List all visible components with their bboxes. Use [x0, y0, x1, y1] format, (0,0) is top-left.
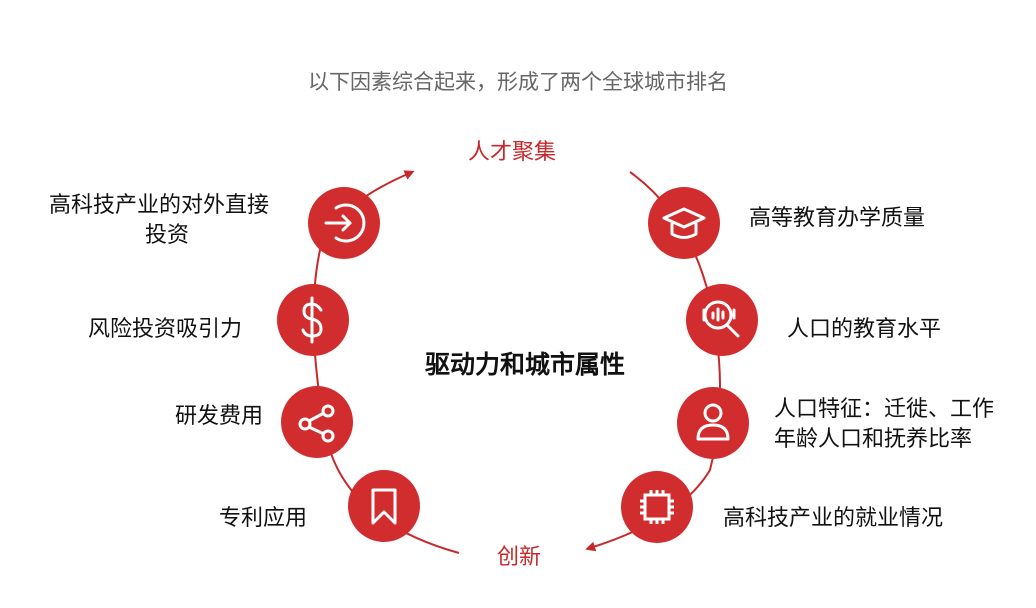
left-label-venture: 风险投资吸引力: [88, 317, 243, 342]
right-label-tech-employment: 高科技产业的就业情况: [723, 506, 944, 531]
graduation-cap-icon: [662, 207, 706, 239]
right-label-higher-edu: 高等教育办学质量: [749, 206, 926, 231]
node-demographics: [677, 387, 749, 459]
subtitle: 以下因素综合起来，形成了两个全球城市排名: [308, 70, 728, 94]
node-fdi: [308, 187, 380, 259]
node-tech-employment: [621, 471, 693, 543]
data-search-icon: [702, 300, 740, 338]
left-label-fdi-line2: 投资: [145, 223, 190, 248]
left-label-patents: 专利应用: [219, 506, 308, 531]
share-icon: [298, 404, 335, 443]
center-title: 驱动力和城市属性: [424, 350, 625, 379]
node-rnd: [281, 386, 353, 458]
top-label: 人才聚集: [468, 140, 557, 165]
right-label-edu-level: 人口的教育水平: [787, 317, 942, 342]
bookmark-icon: [371, 488, 397, 525]
right-label-demographics-line2: 年龄人口和抚养比率: [774, 427, 973, 452]
node-education-level: [686, 284, 758, 356]
dollar-icon: [301, 296, 323, 344]
bottom-label: 创新: [497, 545, 542, 570]
node-higher-education: [648, 187, 720, 259]
node-venture-capital: [277, 284, 349, 356]
right-label-demographics: 人口特征：迁徙、工作: [774, 397, 995, 422]
user-icon: [696, 403, 730, 441]
chip-icon: [640, 490, 674, 524]
left-label-rnd: 研发费用: [175, 404, 264, 429]
login-arrow-icon: [324, 203, 366, 243]
node-patents: [348, 470, 420, 542]
left-label-fdi: 高科技产业的对外直接: [49, 193, 270, 218]
